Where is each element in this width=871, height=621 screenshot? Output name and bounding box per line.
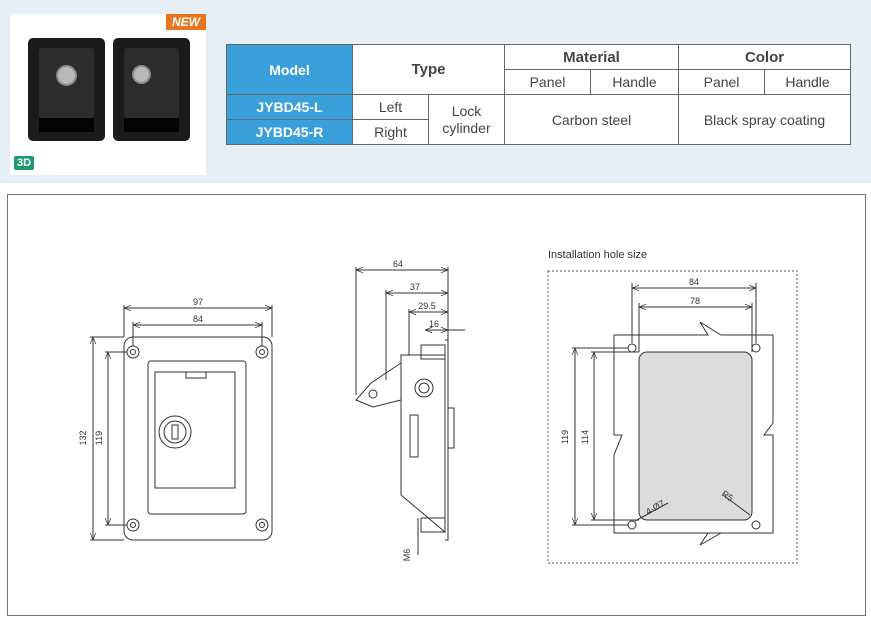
header-material-handle: Handle — [589, 69, 680, 95]
install-hole-view — [572, 283, 774, 546]
model-cell: JYBD45-R — [226, 119, 353, 145]
technical-drawing-panel: 97 84 132 119 64 37 — [7, 194, 866, 616]
dim-side-64: 64 — [393, 259, 403, 269]
dim-hole-114: 114 — [580, 430, 590, 444]
dim-side-thread: M6 — [402, 549, 412, 562]
side-view — [355, 267, 465, 555]
dim-front-width-outer: 97 — [193, 297, 203, 307]
dim-hole-119: 119 — [560, 430, 570, 444]
install-hole-label: Installation hole size — [548, 249, 647, 261]
dim-side-29-5: 29.5 — [418, 301, 436, 311]
header-material-panel: Panel — [504, 69, 591, 95]
header-color-handle: Handle — [764, 69, 852, 95]
product-header-band: NEW 3D Model Type Material Color Panel H… — [0, 0, 871, 183]
dim-hole-84: 84 — [689, 277, 699, 287]
color-cell: Black spray coating — [678, 94, 852, 145]
type-cell: Right — [352, 119, 429, 145]
type-cell: Left — [352, 94, 429, 120]
dim-hole-78: 78 — [690, 296, 700, 306]
header-color: Color — [678, 44, 852, 70]
front-view — [90, 305, 273, 541]
spec-table: Model Type Material Color Panel Handle P… — [226, 44, 852, 145]
header-type: Type — [352, 44, 505, 95]
badge-3d: 3D — [14, 156, 35, 170]
install-hole-border — [547, 270, 798, 564]
header-color-panel: Panel — [678, 69, 766, 95]
new-badge: NEW — [166, 14, 206, 30]
header-model: Model — [226, 44, 353, 95]
dim-side-37: 37 — [410, 282, 420, 292]
lock-type-cell: Lock cylinder — [428, 94, 505, 145]
technical-drawing: 97 84 132 119 64 37 — [78, 249, 798, 564]
dim-front-height-inner: 119 — [94, 431, 104, 445]
material-cell: Carbon steel — [503, 94, 680, 145]
dim-side-16: 16 — [429, 319, 439, 329]
lock-right-image — [113, 38, 190, 141]
dim-front-width-inner: 84 — [193, 314, 203, 324]
dim-front-height-outer: 132 — [78, 430, 88, 445]
header-material: Material — [503, 44, 680, 70]
model-cell: JYBD45-L — [226, 94, 353, 120]
lock-left-image — [28, 38, 105, 141]
product-photo: NEW 3D — [10, 14, 206, 175]
